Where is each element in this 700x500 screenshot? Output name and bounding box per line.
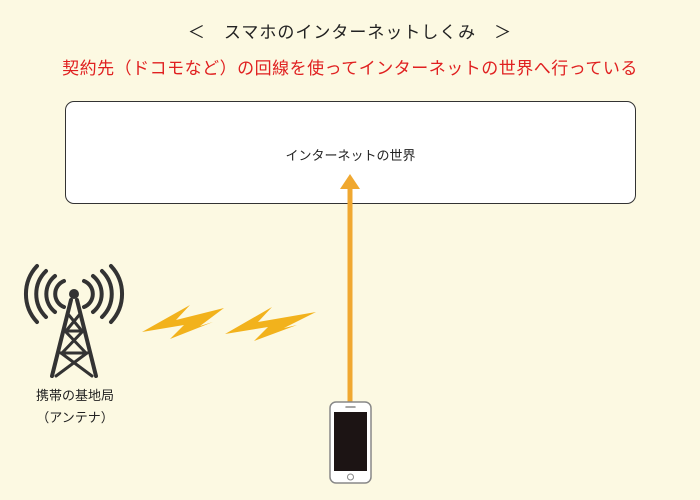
diagram-subtitle: 契約先（ドコモなど）の回線を使ってインターネットの世界へ行っている bbox=[62, 59, 638, 79]
tower-label-line2: （アンテナ） bbox=[36, 411, 114, 426]
tower-label: 携帯の基地局 （アンテナ） bbox=[20, 386, 130, 430]
diagram-title: ＜ スマホのインターネットしくみ ＞ bbox=[187, 23, 513, 43]
lightning-icon bbox=[142, 305, 224, 339]
tower-label-line1: 携帯の基地局 bbox=[35, 389, 114, 404]
cell-tower-icon bbox=[23, 264, 125, 378]
lightning-icon bbox=[225, 307, 316, 341]
up-arrow-icon bbox=[340, 174, 360, 404]
internet-world-label: インターネットの世界 bbox=[285, 149, 416, 164]
smartphone-icon bbox=[329, 401, 372, 484]
